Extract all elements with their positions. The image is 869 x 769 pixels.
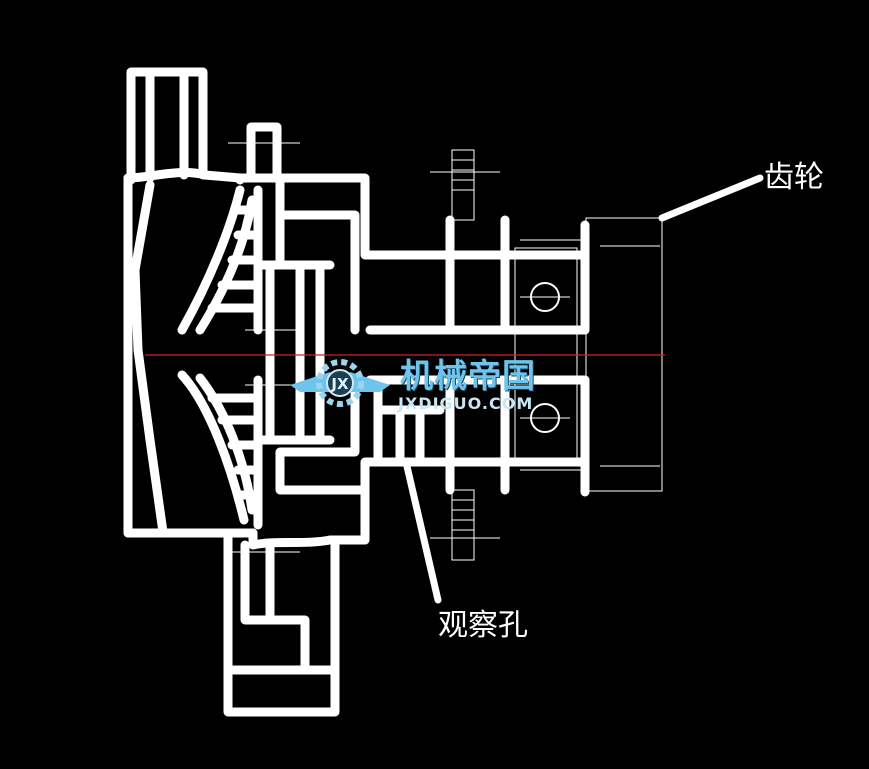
observation-hole-label: 观察孔 [438,608,528,643]
svg-text:JX: JX [330,375,349,393]
observation-hole-leader-line [402,458,442,604]
gear-leader-line [658,174,764,222]
thick-outline-geometry [123,67,590,717]
watermark-title: 机械帝国 [400,356,536,395]
watermark-url: JXDIGUO.COM [398,394,534,413]
bearing-circles [520,282,570,433]
gear-label: 齿轮 [764,160,824,195]
gear-wings-logo-icon: JX [290,359,390,407]
